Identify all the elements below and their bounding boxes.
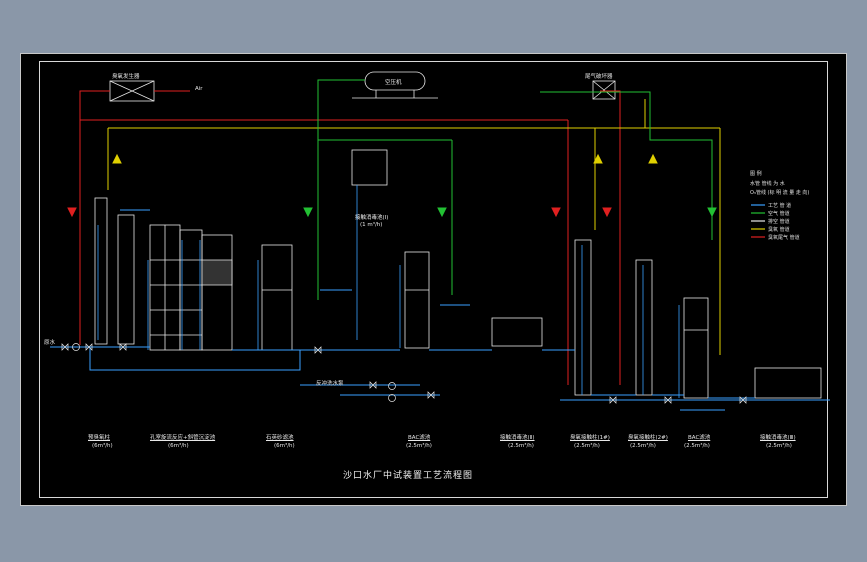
legend-item: 空气 管道 xyxy=(768,211,790,217)
air-compressor xyxy=(352,71,438,99)
unit-name: 预臭氧柱 xyxy=(88,435,111,441)
unit-name: 孔室旋流反应+斜管沉淀池 xyxy=(150,435,216,441)
offgas-pipes xyxy=(67,90,621,385)
sand-filter xyxy=(257,244,293,351)
valves xyxy=(61,343,747,404)
diagram-title: 沙口水厂中试装置工艺流程图 xyxy=(343,471,474,481)
unit-name: 臭氧接触柱(1#) xyxy=(570,435,610,441)
unit-name: 接触消毒池(Ⅱ) xyxy=(500,435,535,441)
pre-ozone-column xyxy=(94,197,135,345)
unit-flow: (6m³/h) xyxy=(92,443,113,449)
bac-filter-1 xyxy=(399,251,430,349)
legend-lines xyxy=(751,204,765,238)
ozone-column-2 xyxy=(635,259,653,396)
unit-name: BAC滤池 xyxy=(408,435,431,441)
ozone-destructor-label: 尾气破坏器 xyxy=(585,74,613,80)
unit-flow: (2.5m³/h) xyxy=(684,443,710,449)
legend-item: O₃管线 (标 明 流 量 走 向) xyxy=(750,190,810,196)
legend-title: 图 例 xyxy=(750,171,762,177)
unit-flow: (2.5m³/h) xyxy=(406,443,432,449)
air-label: Air xyxy=(195,86,203,92)
ozone-generator-label: 臭氧发生器 xyxy=(112,74,140,80)
unit-flow: (2.5m³/h) xyxy=(574,443,600,449)
pump-label: 反冲洗水泵 xyxy=(316,381,344,387)
unit-flow: (6m³/h) xyxy=(274,443,295,449)
inlet-label: 原水 xyxy=(44,340,56,346)
ozone-generator xyxy=(109,80,155,102)
unit-flow: (6m³/h) xyxy=(168,443,189,449)
contact-tank-1 xyxy=(351,149,388,340)
contact-tank-2 xyxy=(491,317,543,347)
legend-item: 水管 管线 为 水 xyxy=(750,181,785,187)
unit-flow: (2.5m³/h) xyxy=(508,443,534,449)
unit-name: BAC滤池 xyxy=(688,435,711,441)
air-compressor-label: 空压机 xyxy=(385,80,402,86)
ozone-destructor xyxy=(592,80,616,100)
contact-tank-1-label: 接触消毒池(Ⅰ) xyxy=(355,215,389,221)
unit-name: 接触消毒池(Ⅲ) xyxy=(760,435,796,441)
legend-item: 排空 管道 xyxy=(768,219,790,225)
air-pipes xyxy=(303,79,717,300)
sedimentation-tank xyxy=(147,224,233,351)
legend-item: 工艺 管 道 xyxy=(768,203,792,209)
unit-name: 石英砂滤池 xyxy=(266,435,294,441)
process-water-pipes xyxy=(50,209,830,411)
ozone-column-1 xyxy=(574,239,592,396)
legend-item: 臭氧尾气 管道 xyxy=(768,235,800,241)
drawing-border xyxy=(39,61,828,498)
unit-flow: (2.5m³/h) xyxy=(766,443,792,449)
legend-item: 臭氧 管道 xyxy=(768,227,790,233)
contact-tank-3 xyxy=(754,367,822,399)
unit-flow: (2.5m³/h) xyxy=(630,443,656,449)
bac-filter-2 xyxy=(678,297,709,399)
unit-name: 臭氧接触柱(2#) xyxy=(628,435,668,441)
ozone-pipes xyxy=(107,99,721,355)
contact-tank-1-flow: (1 m³/h) xyxy=(360,222,383,228)
